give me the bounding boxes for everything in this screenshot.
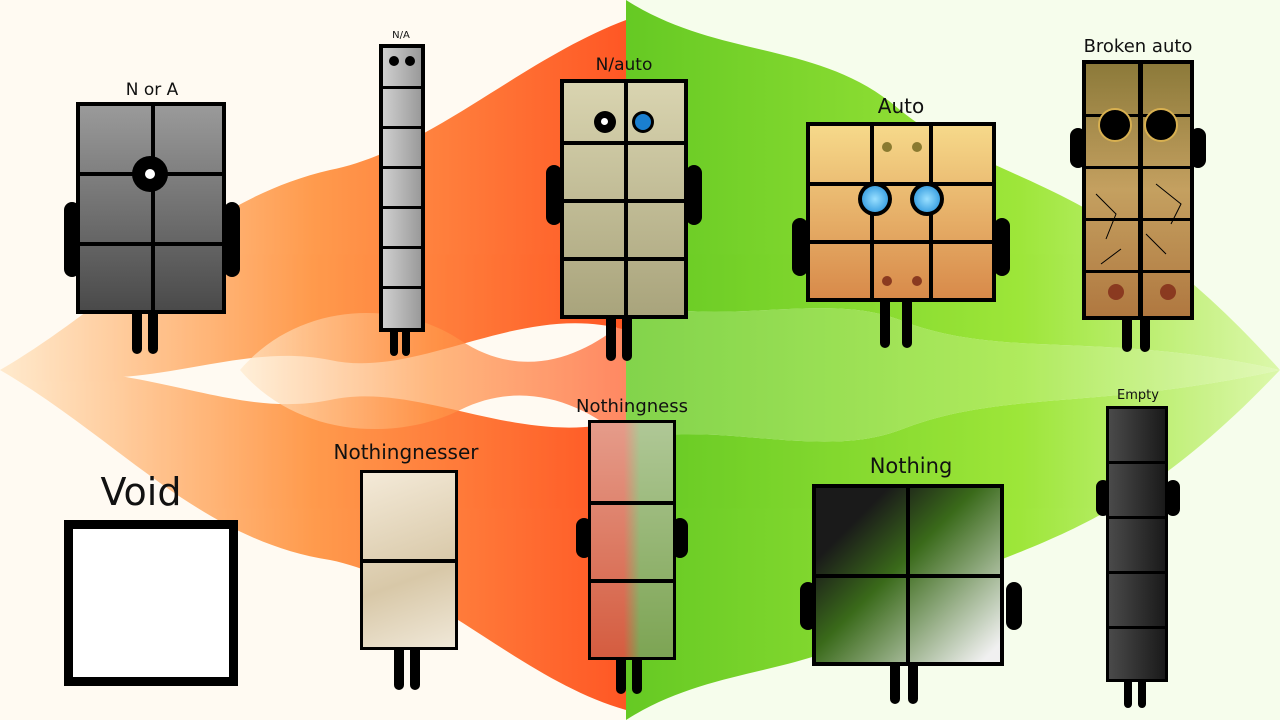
- left-leg: [394, 648, 404, 690]
- left-arm: [546, 165, 562, 225]
- block-body: [560, 79, 688, 319]
- right-eye-icon: [405, 56, 415, 66]
- right-leg: [1138, 680, 1146, 708]
- character-nothingnesser: Nothingnesser: [318, 440, 494, 694]
- crack-lines: [1095, 183, 1182, 265]
- block-body: [64, 520, 238, 686]
- right-leg: [410, 648, 420, 690]
- character-n-or-a: N or A: [62, 80, 242, 360]
- right-arm: [1190, 128, 1206, 168]
- block-body: [1082, 60, 1194, 320]
- character-broken-auto: Broken auto: [1068, 36, 1208, 354]
- left-eye-icon: [594, 111, 616, 133]
- right-leg: [908, 664, 918, 704]
- right-leg: [148, 312, 158, 354]
- right-arm: [224, 202, 240, 277]
- right-leg: [402, 330, 410, 356]
- block-body: [812, 484, 1004, 666]
- left-leg: [616, 658, 626, 694]
- character-label: Empty: [1117, 388, 1159, 403]
- block-body: [1106, 406, 1168, 682]
- right-arm: [994, 218, 1010, 276]
- character-label: N or A: [125, 80, 179, 100]
- left-leg: [606, 317, 616, 361]
- left-eye-icon: [858, 182, 892, 216]
- block-body: [76, 102, 226, 314]
- right-eye-icon: [632, 111, 654, 133]
- left-leg: [1122, 318, 1132, 352]
- right-eye-icon: [1144, 108, 1178, 142]
- character-n-auto: N/auto: [546, 55, 702, 365]
- right-leg: [632, 658, 642, 694]
- eye-icon: [132, 156, 168, 192]
- left-eye-icon: [1098, 108, 1132, 142]
- left-leg: [132, 312, 142, 354]
- character-label: Nothing: [869, 454, 953, 478]
- character-label: Broken auto: [1083, 36, 1193, 57]
- right-eye-icon: [910, 182, 944, 216]
- block-body: [806, 122, 996, 302]
- character-nothingness: Nothingness: [562, 396, 702, 696]
- right-leg: [902, 300, 912, 348]
- left-eye-icon: [389, 56, 399, 66]
- character-label: Nothingnesser: [333, 440, 479, 464]
- right-arm: [672, 518, 688, 558]
- left-leg: [890, 664, 900, 704]
- character-label: N/auto: [595, 55, 653, 75]
- left-leg: [880, 300, 890, 348]
- right-leg: [1140, 318, 1150, 352]
- left-leg: [390, 330, 398, 356]
- right-leg: [622, 317, 632, 361]
- block-body: [360, 470, 458, 650]
- character-label: Auto: [877, 94, 925, 118]
- character-void: Void: [60, 470, 242, 690]
- right-arm: [686, 165, 702, 225]
- right-arm: [1166, 480, 1180, 516]
- character-label: Void: [100, 470, 182, 514]
- character-na: N/A: [366, 30, 436, 356]
- block-body: [379, 44, 425, 332]
- character-auto: Auto: [790, 94, 1012, 354]
- left-arm: [792, 218, 808, 276]
- character-label: N/A: [392, 30, 410, 41]
- left-leg: [1124, 680, 1132, 708]
- character-empty: Empty: [1094, 388, 1182, 710]
- character-nothing: Nothing: [800, 454, 1022, 706]
- right-arm: [1006, 582, 1022, 630]
- block-body: [588, 420, 676, 660]
- character-label: Nothingness: [575, 396, 689, 417]
